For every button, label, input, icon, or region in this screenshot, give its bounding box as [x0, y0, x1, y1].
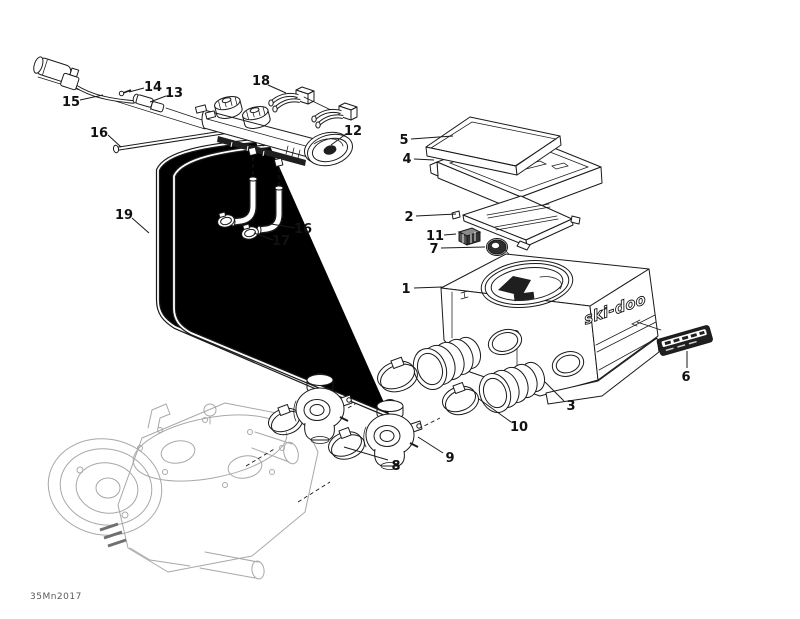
- band-clamp-upper: [377, 356, 418, 393]
- callout-16-elbow: 16: [270, 222, 312, 237]
- callout-4: 4: [402, 152, 435, 167]
- callouts: 14 13 15 16 19 18 12 16: [62, 74, 691, 474]
- svg-text:2: 2: [404, 210, 413, 225]
- decal: [636, 321, 713, 356]
- svg-text:7: 7: [429, 242, 438, 257]
- rail-bezel: [304, 131, 353, 167]
- callout-9: 9: [417, 436, 455, 466]
- retainer-clip: [457, 227, 482, 246]
- callout-13: 13: [149, 86, 183, 103]
- callout-15: 15: [62, 94, 104, 110]
- hose-clamp-rings: [217, 211, 259, 240]
- svg-text:10: 10: [510, 420, 528, 435]
- airbox-port-lower: [551, 351, 585, 377]
- svg-text:15: 15: [62, 95, 80, 110]
- svg-text:4: 4: [402, 152, 411, 167]
- carb-rail-assembly: [194, 95, 353, 168]
- carburetor-2: [363, 399, 423, 470]
- rail-cap-1: [214, 95, 243, 119]
- svg-text:1: 1: [401, 282, 410, 297]
- callout-18: 18: [252, 74, 287, 94]
- callout-17: 17: [253, 232, 290, 249]
- engine-block-outline: [47, 402, 319, 580]
- svg-text:6: 6: [681, 370, 690, 385]
- svg-text:16: 16: [90, 126, 108, 141]
- callout-12: 12: [330, 124, 362, 146]
- band-clamp-lower: [442, 382, 479, 416]
- callout-3: 3: [544, 381, 576, 414]
- intake-boot-upper: [412, 336, 482, 390]
- svg-text:8: 8: [391, 459, 400, 474]
- adjuster-screw: [118, 89, 132, 97]
- grommet: [486, 238, 508, 256]
- svg-text:18: 18: [252, 74, 270, 89]
- cable-clamp-1: [268, 86, 315, 113]
- callout-11: 11: [426, 229, 457, 244]
- intake-boot-lower: [478, 361, 546, 413]
- svg-text:5: 5: [399, 133, 408, 148]
- callout-7: 7: [429, 242, 486, 257]
- svg-text:19: 19: [115, 208, 133, 223]
- svg-text:9: 9: [445, 451, 454, 466]
- svg-text:17: 17: [272, 234, 290, 249]
- filter-plate: [451, 195, 581, 251]
- airbox-lid: [425, 116, 562, 176]
- rail-cap-2: [242, 105, 271, 129]
- throttle-cables: [155, 135, 391, 418]
- callout-5: 5: [399, 133, 454, 148]
- throttle-grip: [33, 56, 80, 91]
- drawing-code: 35Mn2017: [30, 592, 82, 602]
- svg-text:14: 14: [144, 80, 162, 95]
- svg-text:13: 13: [165, 86, 183, 101]
- callout-19: 19: [115, 208, 150, 234]
- airbox-body: ski-doo: [440, 253, 660, 405]
- svg-text:11: 11: [426, 229, 444, 244]
- callout-14: 14: [128, 80, 162, 95]
- callout-8: 8: [343, 446, 401, 474]
- callout-6: 6: [681, 351, 691, 385]
- cable-clamp-2: [311, 102, 358, 129]
- callout-1: 1: [401, 282, 443, 297]
- carburetor-1: [293, 373, 353, 444]
- callout-2: 2: [404, 210, 457, 225]
- svg-text:12: 12: [344, 124, 362, 139]
- airbox-port-upper: [487, 328, 523, 356]
- throttle-lever-assembly: [33, 56, 209, 130]
- svg-text:16: 16: [294, 222, 312, 237]
- svg-text:3: 3: [566, 399, 575, 414]
- callout-16-tube: 16: [90, 126, 122, 148]
- callout-10: 10: [478, 398, 528, 435]
- cable-adjuster: [132, 93, 165, 113]
